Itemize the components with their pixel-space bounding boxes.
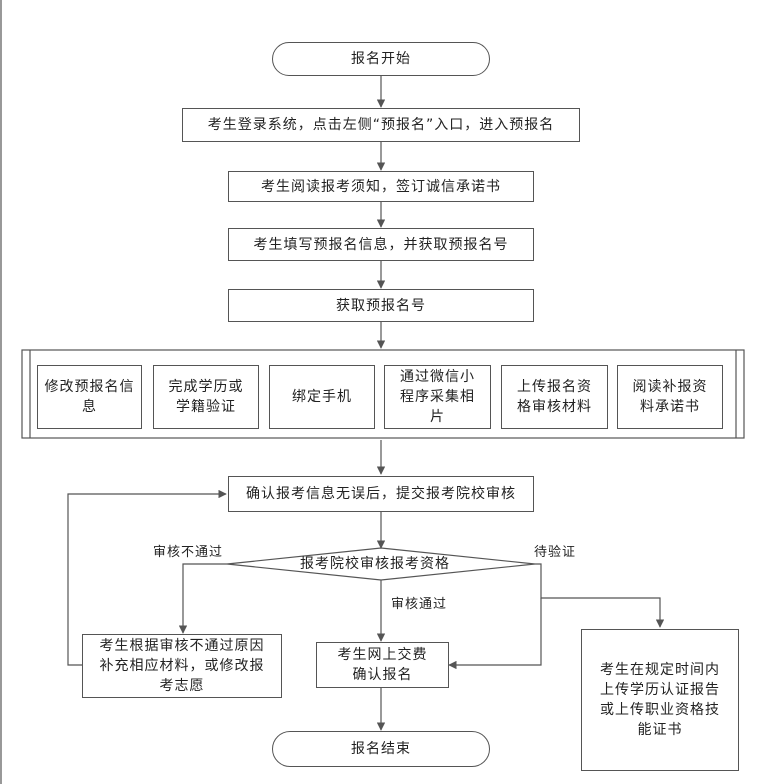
pay-action-box: 考生网上交费确认报名 — [316, 642, 449, 688]
decision-label: 报考院校审核报考资格 — [300, 556, 450, 572]
step-login: 考生登录系统，点击左侧“预报名”入口，进入预报名 — [182, 108, 580, 142]
pass-branch-label: 审核通过 — [391, 596, 448, 614]
start-terminal: 报名开始 — [272, 42, 490, 76]
start-label: 报名开始 — [351, 51, 411, 67]
step-fill-info-label: 考生填写预报名信息，并获取预报名号 — [253, 236, 509, 253]
task-upload-materials: 上传报名资格审核材料 — [501, 365, 608, 429]
step-get-number: 获取预报名号 — [228, 289, 534, 322]
end-label: 报名结束 — [351, 741, 411, 757]
pending-action-box: 考生在规定时间内上传学历认证报告或上传职业资格技能证书 — [581, 629, 739, 771]
task-read-commitment: 阅读补报资料承诺书 — [617, 365, 723, 429]
pending-action-label: 考生在规定时间内上传学历认证报告或上传职业资格技能证书 — [600, 662, 720, 738]
task-verify-degree-label: 完成学历或学籍验证 — [168, 379, 244, 415]
task-modify-info-label: 修改预报名信息 — [44, 379, 135, 415]
step-login-label: 考生登录系统，点击左侧“预报名”入口，进入预报名 — [207, 117, 555, 133]
step-confirm-submit: 确认报考信息无误后，提交报考院校审核 — [228, 476, 534, 512]
task-upload-materials-label: 上传报名资格审核材料 — [517, 379, 592, 415]
step-read-notice: 考生阅读报考须知，签订诚信承诺书 — [228, 171, 534, 202]
step-get-number-label: 获取预报名号 — [336, 297, 426, 314]
fail-branch-label: 审核不通过 — [153, 544, 224, 562]
task-verify-degree: 完成学历或学籍验证 — [153, 365, 259, 429]
step-fill-info: 考生填写预报名信息，并获取预报名号 — [228, 228, 534, 261]
task-photo-capture-label: 通过微信小程序采集相片 — [400, 369, 475, 425]
arrow-fail-branch — [178, 563, 227, 634]
arrow-pending-to-pay — [448, 598, 542, 670]
decision-diamond — [226, 547, 536, 581]
task-photo-capture: 通过微信小程序采集相片 — [384, 365, 491, 429]
step-confirm-submit-label: 确认报考信息无误后，提交报考院校审核 — [246, 486, 516, 502]
step-read-notice-label: 考生阅读报考须知，签订诚信承诺书 — [261, 178, 501, 195]
arrow-loop-back — [67, 489, 227, 666]
task-bind-phone-label: 绑定手机 — [292, 389, 352, 405]
fail-action-label: 考生根据审核不通过原因补充相应材料，或修改报考志愿 — [99, 638, 265, 694]
task-bind-phone: 绑定手机 — [269, 365, 375, 429]
task-modify-info: 修改预报名信息 — [37, 365, 142, 429]
end-terminal: 报名结束 — [272, 731, 490, 767]
pay-action-label: 考生网上交费确认报名 — [337, 647, 428, 683]
pending-branch-label: 待验证 — [534, 544, 577, 562]
arrow-pending-branch — [535, 563, 665, 628]
fail-action-box: 考生根据审核不通过原因补充相应材料，或修改报考志愿 — [82, 634, 282, 698]
task-read-commitment-label: 阅读补报资料承诺书 — [632, 379, 708, 415]
tasks-container — [21, 349, 745, 439]
